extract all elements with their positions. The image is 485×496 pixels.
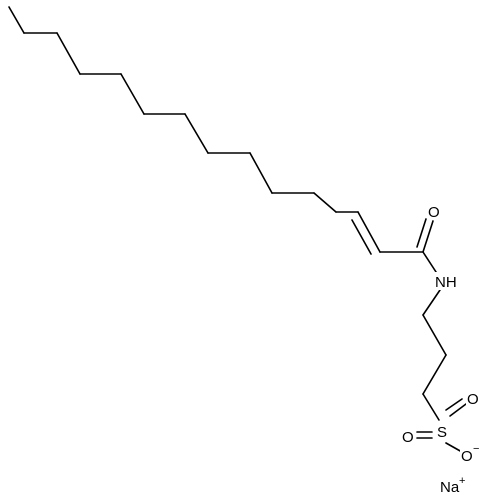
double-bond-inner (351, 219, 372, 255)
amide-group (379, 218, 439, 276)
bond-c11-c12 (313, 192, 337, 213)
sodium-label: Na (440, 479, 460, 496)
sulfonyl-oxygen-top-label: O (467, 391, 479, 408)
bond-c9-c10 (249, 152, 273, 194)
sulfonate-oxygen-label: O (461, 448, 473, 465)
double-bond-outer (357, 211, 381, 253)
s-o-top-double-a (449, 403, 467, 417)
carbonyl-double-bond-a (422, 220, 434, 253)
bond-c5-c6 (120, 73, 145, 115)
bond-cb-cc (422, 354, 447, 395)
trans-double-bond (351, 211, 381, 255)
s-o-minus-bond (445, 442, 463, 453)
bond-n-ca (422, 289, 441, 316)
s-o-top-double-b (445, 398, 463, 411)
sulfonate-group (416, 398, 467, 453)
bond-cc-s (422, 393, 440, 421)
sulfonyl-oxygen-left-label: O (402, 429, 414, 446)
carbonyl-double-bond-b (416, 218, 427, 248)
propyl-linker (422, 289, 447, 421)
bond-carbonyl-nitrogen (422, 251, 439, 276)
carbonyl-oxygen-label: O (428, 204, 440, 221)
bond-c3-c4 (56, 32, 81, 75)
sodium-charge: + (459, 475, 465, 487)
bond-c7-c8 (184, 113, 209, 154)
bond-c1-c2 (8, 6, 25, 34)
bond-ca-cb (422, 314, 447, 356)
sulfur-label: S (437, 424, 447, 441)
sulfonate-charge: − (473, 443, 479, 455)
alkyl-chain (8, 6, 359, 213)
amide-nitrogen-label: NH (435, 274, 457, 291)
atom-labels: O NH S O O O − Na + (401, 202, 481, 496)
